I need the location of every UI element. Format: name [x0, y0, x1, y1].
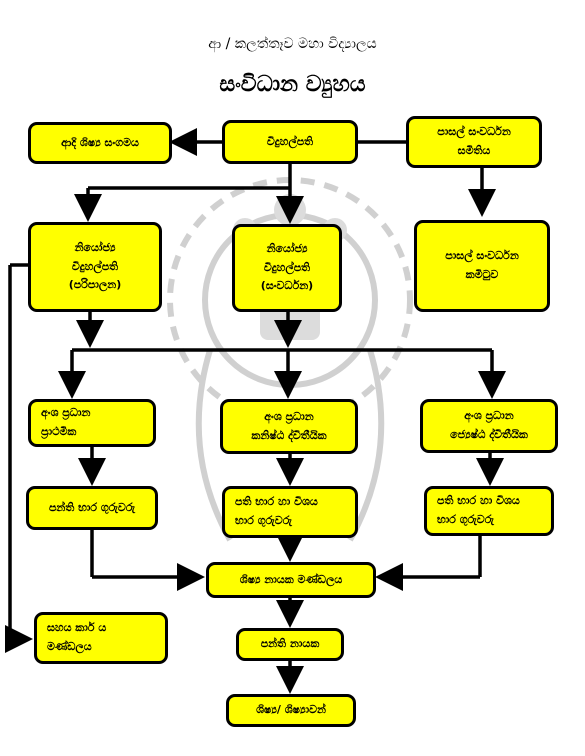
class-and-subject-teachers-box-junior: පති භාර හා විශය භාර ගුරුවරු: [222, 486, 358, 538]
support-staff-council-box: සහය කාර් ය මණ්ඩලය: [34, 612, 168, 664]
prefects-board-box: ශිෂ්‍ය නායක මණ්ඩලය: [206, 562, 376, 598]
deputy-principal-development-box: නියෝජ්‍ය විදුහල්පති (සංවර්ධන): [232, 224, 342, 312]
school-development-committee-box: පාසල් සංවර්ධන කමිටුව: [414, 220, 550, 312]
class-teachers-box: පන්ති භාර ගුරුවරු: [26, 486, 158, 530]
deputy-principal-admin-box: නියෝජ්‍ය විදුහල්පති (පරිපාලන): [28, 222, 162, 312]
school-name: ආ / කලත්තෑව මහා විද්‍යාලය: [208, 36, 377, 52]
class-monitors-box: පන්ති නායක: [236, 628, 344, 661]
students-box: ශිෂ්‍ය/ ශිෂ්‍යාවන්: [226, 694, 356, 727]
school-development-society-box: පාසල් සංවර්ධන සමිතිය: [406, 116, 542, 168]
class-and-subject-teachers-box-senior: පති භාර හා විශය භාර ගුරුවරු: [424, 486, 554, 536]
section-head-primary-box: අංශ ප්‍රධාන ප්‍රාථමික: [28, 399, 156, 447]
principal-box: විදුහල්පති: [222, 120, 358, 164]
chart-title: සංවිධාන ව්‍යුහය: [219, 72, 366, 97]
past-pupils-box: ආදි ශිෂ්‍ය සංගමය: [28, 122, 172, 164]
section-head-junior-secondary-box: අංශ ප්‍රධාන කනිෂ්ඨ ද්විතීයික: [220, 399, 358, 454]
section-head-senior-secondary-box: අංශ ප්‍රධාන ජ්‍යෙෂ්ඨ ද්විතීයික: [420, 399, 558, 453]
